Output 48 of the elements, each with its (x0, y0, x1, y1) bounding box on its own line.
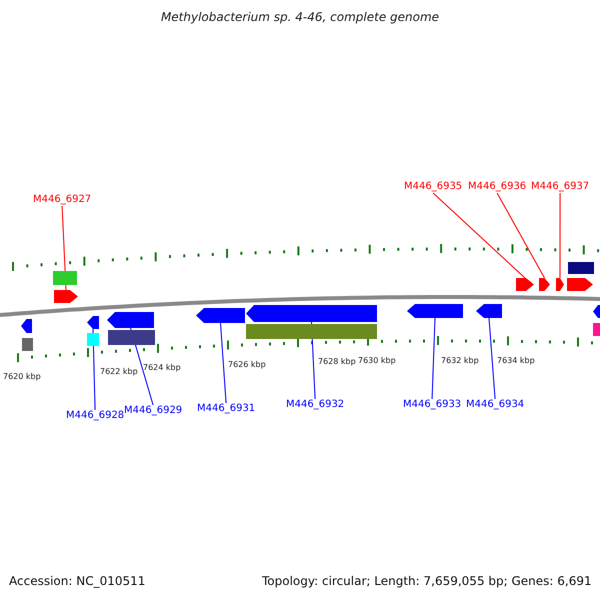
gene-label: M446_6937 (531, 181, 590, 193)
gene-label: M446_6928 (66, 410, 124, 422)
tick-label: 7632 kbp (441, 356, 479, 366)
gene-block (556, 278, 564, 291)
gene-label: M446_6931 (197, 403, 256, 415)
gene-block (246, 324, 377, 339)
gene-block (593, 323, 600, 336)
tick-label: 7626 kbp (228, 360, 266, 370)
leader-line (220, 322, 227, 404)
tick-label: 7630 kbp (358, 356, 396, 366)
tick-label: 7628 kbp (318, 357, 356, 367)
leader-line (488, 318, 496, 400)
gene-block (568, 262, 594, 274)
leader-line (432, 192, 526, 278)
gene-label: M446_6935 (404, 181, 462, 193)
leader-line (560, 192, 561, 278)
gene-label: M446_6927 (33, 194, 92, 206)
leader-line (496, 192, 545, 278)
tick-label: 7620 kbp (3, 372, 41, 382)
diagram-title: Methylobacterium sp. 4-46, complete genome (160, 10, 440, 24)
gene-block (21, 319, 32, 333)
gene-block (593, 305, 600, 318)
footer-text: Accession: NC_010511 (9, 574, 146, 588)
leader-line (432, 318, 436, 400)
gene-block (87, 333, 99, 346)
gene-block (476, 304, 502, 318)
gene-block (196, 308, 245, 323)
gene-label: M446_6934 (466, 399, 524, 411)
leader-line (92, 328, 96, 410)
gene-label: M446_6936 (468, 181, 526, 193)
tick-label: 7622 kbp (100, 367, 138, 377)
footer-text: Topology: circular; Length: 7,659,055 bp; Genes: 6,691 (262, 574, 592, 588)
gene-block (516, 278, 534, 291)
gene-label: M446_6932 (286, 399, 344, 411)
gene-block (108, 330, 155, 345)
gene-block (107, 312, 154, 328)
gene-block (539, 278, 550, 291)
gene-block (567, 278, 593, 291)
gene-label: M446_6929 (124, 405, 182, 417)
gene-block (53, 271, 77, 285)
gene-block (87, 316, 99, 329)
gene-block (407, 304, 463, 318)
gene-label: M446_6933 (403, 399, 462, 411)
gene-block (54, 290, 78, 303)
gene-block (22, 338, 33, 351)
tick-label: 7634 kbp (497, 356, 535, 366)
tick-label: 7624 kbp (143, 363, 181, 373)
leader-line (62, 206, 66, 290)
